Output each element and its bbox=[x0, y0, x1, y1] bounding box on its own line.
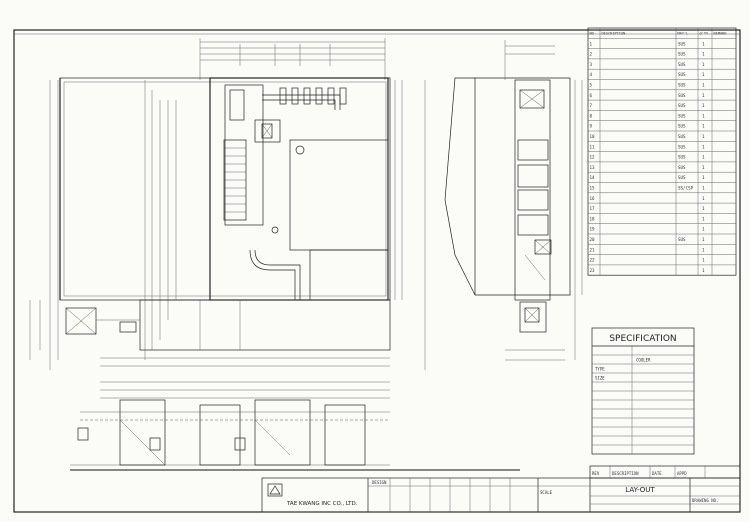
parts-row-qty: 1 bbox=[702, 227, 705, 232]
parts-row-no: 2 bbox=[590, 52, 593, 57]
parts-header-1: DESCRIPTION bbox=[602, 32, 626, 36]
title-block: REV DESCRIPTION DATE APPD TAE KWANG INC … bbox=[261, 465, 741, 513]
parts-header-0: NO bbox=[590, 32, 594, 36]
parts-row-material: SUS bbox=[678, 83, 686, 88]
parts-row-material: SUS bbox=[678, 113, 686, 118]
parts-row-no: 18 bbox=[590, 216, 596, 221]
parts-row-qty: 1 bbox=[702, 155, 705, 160]
parts-row-qty: 1 bbox=[702, 247, 705, 252]
company-name-en: TAE KWANG INC CO., LTD. bbox=[286, 501, 358, 507]
spec-value: COOLER bbox=[636, 358, 651, 363]
parts-row-qty: 1 bbox=[702, 216, 705, 221]
parts-row-material: SUS bbox=[678, 52, 686, 57]
parts-row-qty: 1 bbox=[702, 103, 705, 108]
parts-row-no: 17 bbox=[590, 206, 596, 211]
design-label: DESIGN bbox=[372, 480, 387, 485]
parts-row-qty: 1 bbox=[702, 124, 705, 129]
parts-row-qty: 1 bbox=[702, 268, 705, 273]
parts-row-no: 3 bbox=[590, 62, 593, 67]
parts-row-qty: 1 bbox=[702, 165, 705, 170]
parts-header-2: MAT'L bbox=[678, 32, 689, 36]
parts-row-no: 6 bbox=[590, 93, 593, 98]
parts-row-qty: 1 bbox=[702, 237, 705, 242]
parts-row-qty: 1 bbox=[702, 83, 705, 88]
parts-row-qty: 1 bbox=[702, 41, 705, 46]
description-header: DESCRIPTION bbox=[612, 471, 639, 476]
external-unit-1 bbox=[65, 307, 97, 335]
front-elevation bbox=[70, 381, 520, 471]
spec-key: SIZE bbox=[595, 376, 605, 381]
sheet-border bbox=[13, 29, 741, 513]
parts-row-material: SUS bbox=[678, 93, 686, 98]
parts-row-no: 21 bbox=[590, 247, 596, 252]
parts-row-no: 23 bbox=[590, 268, 596, 273]
parts-row-material: SUS bbox=[678, 41, 686, 46]
parts-row-no: 9 bbox=[590, 124, 593, 129]
spec-key: TYPE bbox=[595, 367, 605, 372]
parts-header-3: Q'TY bbox=[700, 32, 709, 36]
parts-row-material: SUS bbox=[678, 124, 686, 129]
parts-row-qty: 1 bbox=[702, 62, 705, 67]
parts-row-material: SUS bbox=[678, 165, 686, 170]
parts-row-no: 10 bbox=[590, 134, 596, 139]
drawing-title: LAY-OUT bbox=[625, 486, 655, 494]
drawing-no-label: DRAWING NO. bbox=[692, 498, 719, 503]
parts-row-qty: 1 bbox=[702, 72, 705, 77]
parts-row-qty: 1 bbox=[702, 52, 705, 57]
parts-row-material: SUS bbox=[678, 62, 686, 67]
parts-row-qty: 1 bbox=[702, 196, 705, 201]
rev-header: REV bbox=[592, 471, 600, 476]
parts-row-no: 19 bbox=[590, 227, 596, 232]
specification-table: SPECIFICATION COOLER TYPE SIZE bbox=[591, 327, 695, 455]
parts-row-no: 16 bbox=[590, 196, 596, 201]
parts-row-no: 5 bbox=[590, 83, 593, 88]
parts-row-qty: 1 bbox=[702, 258, 705, 263]
parts-row-no: 1 bbox=[590, 41, 593, 46]
parts-row-no: 20 bbox=[590, 237, 596, 242]
parts-row-material: SUS bbox=[678, 237, 686, 242]
scale-label: SCALE bbox=[540, 490, 553, 495]
parts-row-no: 15 bbox=[590, 186, 596, 191]
appd-header: APPD bbox=[677, 471, 687, 476]
side-elevation bbox=[444, 40, 583, 361]
parts-row-no: 4 bbox=[590, 72, 593, 77]
parts-row-no: 7 bbox=[590, 103, 593, 108]
parts-row-qty: 1 bbox=[702, 175, 705, 180]
parts-row-no: 14 bbox=[590, 175, 596, 180]
parts-row-no: 12 bbox=[590, 155, 596, 160]
parts-row-qty: 1 bbox=[702, 113, 705, 118]
stair-ladder bbox=[223, 139, 247, 221]
parts-row-no: 13 bbox=[590, 165, 596, 170]
company-logo bbox=[267, 483, 283, 497]
parts-row-no: 8 bbox=[590, 113, 593, 118]
parts-row-material: SS/CSP bbox=[678, 186, 694, 191]
parts-row-no: 22 bbox=[590, 258, 596, 263]
parts-row-material: SUS bbox=[678, 103, 686, 108]
parts-row-material: SUS bbox=[678, 134, 686, 139]
parts-row-qty: 1 bbox=[702, 134, 705, 139]
parts-row-no: 11 bbox=[590, 144, 596, 149]
plan-view bbox=[29, 38, 426, 370]
parts-row-qty: 1 bbox=[702, 144, 705, 149]
spec-title: SPECIFICATION bbox=[609, 334, 676, 344]
parts-row-material: SUS bbox=[678, 155, 686, 160]
parts-row-qty: 1 bbox=[702, 186, 705, 191]
parts-row-qty: 1 bbox=[702, 93, 705, 98]
parts-header-4: REMARK bbox=[714, 32, 728, 36]
parts-row-material: SUS bbox=[678, 144, 686, 149]
parts-row-material: SUS bbox=[678, 72, 686, 77]
parts-row-qty: 1 bbox=[702, 206, 705, 211]
date-header: DATE bbox=[652, 471, 662, 476]
parts-row-material: SUS bbox=[678, 175, 686, 180]
